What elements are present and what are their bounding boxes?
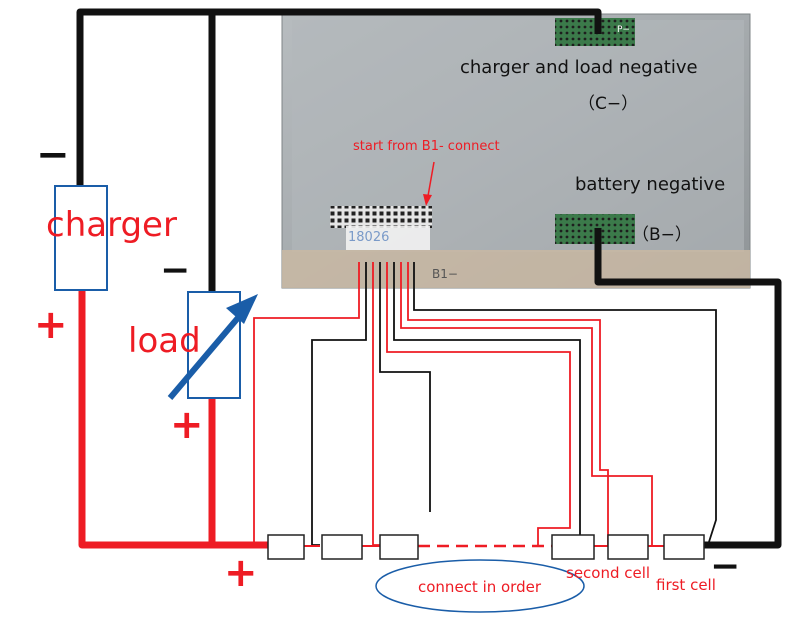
b-minus-label: （B−） xyxy=(632,225,692,245)
connect-in-order-ellipse xyxy=(375,559,585,613)
load-plus-sign: + xyxy=(170,402,204,448)
cell xyxy=(607,534,649,560)
connector-text: 18026 xyxy=(348,230,389,245)
second-cell-label: second cell xyxy=(566,564,650,582)
charger-negative-wire xyxy=(76,8,602,186)
load-box xyxy=(187,291,241,399)
battery-cells xyxy=(267,534,705,560)
balance-wires xyxy=(253,262,717,546)
cell xyxy=(321,534,363,560)
positive-wires xyxy=(78,290,268,549)
balance-connector xyxy=(330,206,432,228)
board-p-minus-label: P− xyxy=(617,25,630,35)
cell xyxy=(379,534,419,560)
connect-in-order-label: connect in order xyxy=(418,578,542,596)
charger-load-negative-label: charger and load negative xyxy=(460,57,698,78)
load-minus-sign: − xyxy=(160,250,190,291)
charger-box xyxy=(54,185,108,291)
load-label: load xyxy=(128,321,201,361)
cell xyxy=(663,534,705,560)
charger-label: charger xyxy=(46,205,177,245)
start-arrow-icon xyxy=(423,161,435,206)
c-minus-label: （C−） xyxy=(578,94,638,114)
negative-wires xyxy=(76,8,782,549)
start-from-label: start from B1- connect xyxy=(353,139,500,154)
variable-arrow-icon xyxy=(167,294,258,400)
bottom-minus-sign: − xyxy=(710,546,740,587)
charger-positive-wire xyxy=(78,290,268,549)
cell xyxy=(551,534,595,560)
battery-negative-wire xyxy=(594,228,782,549)
cell xyxy=(267,534,305,560)
bottom-plus-sign: + xyxy=(224,550,258,596)
charger-plus-sign: + xyxy=(34,302,68,348)
charger-minus-sign: − xyxy=(36,132,70,178)
board-b1-minus-label: B1− xyxy=(432,267,458,281)
first-cell-label: first cell xyxy=(656,576,716,594)
battery-negative-label: battery negative xyxy=(575,174,725,195)
